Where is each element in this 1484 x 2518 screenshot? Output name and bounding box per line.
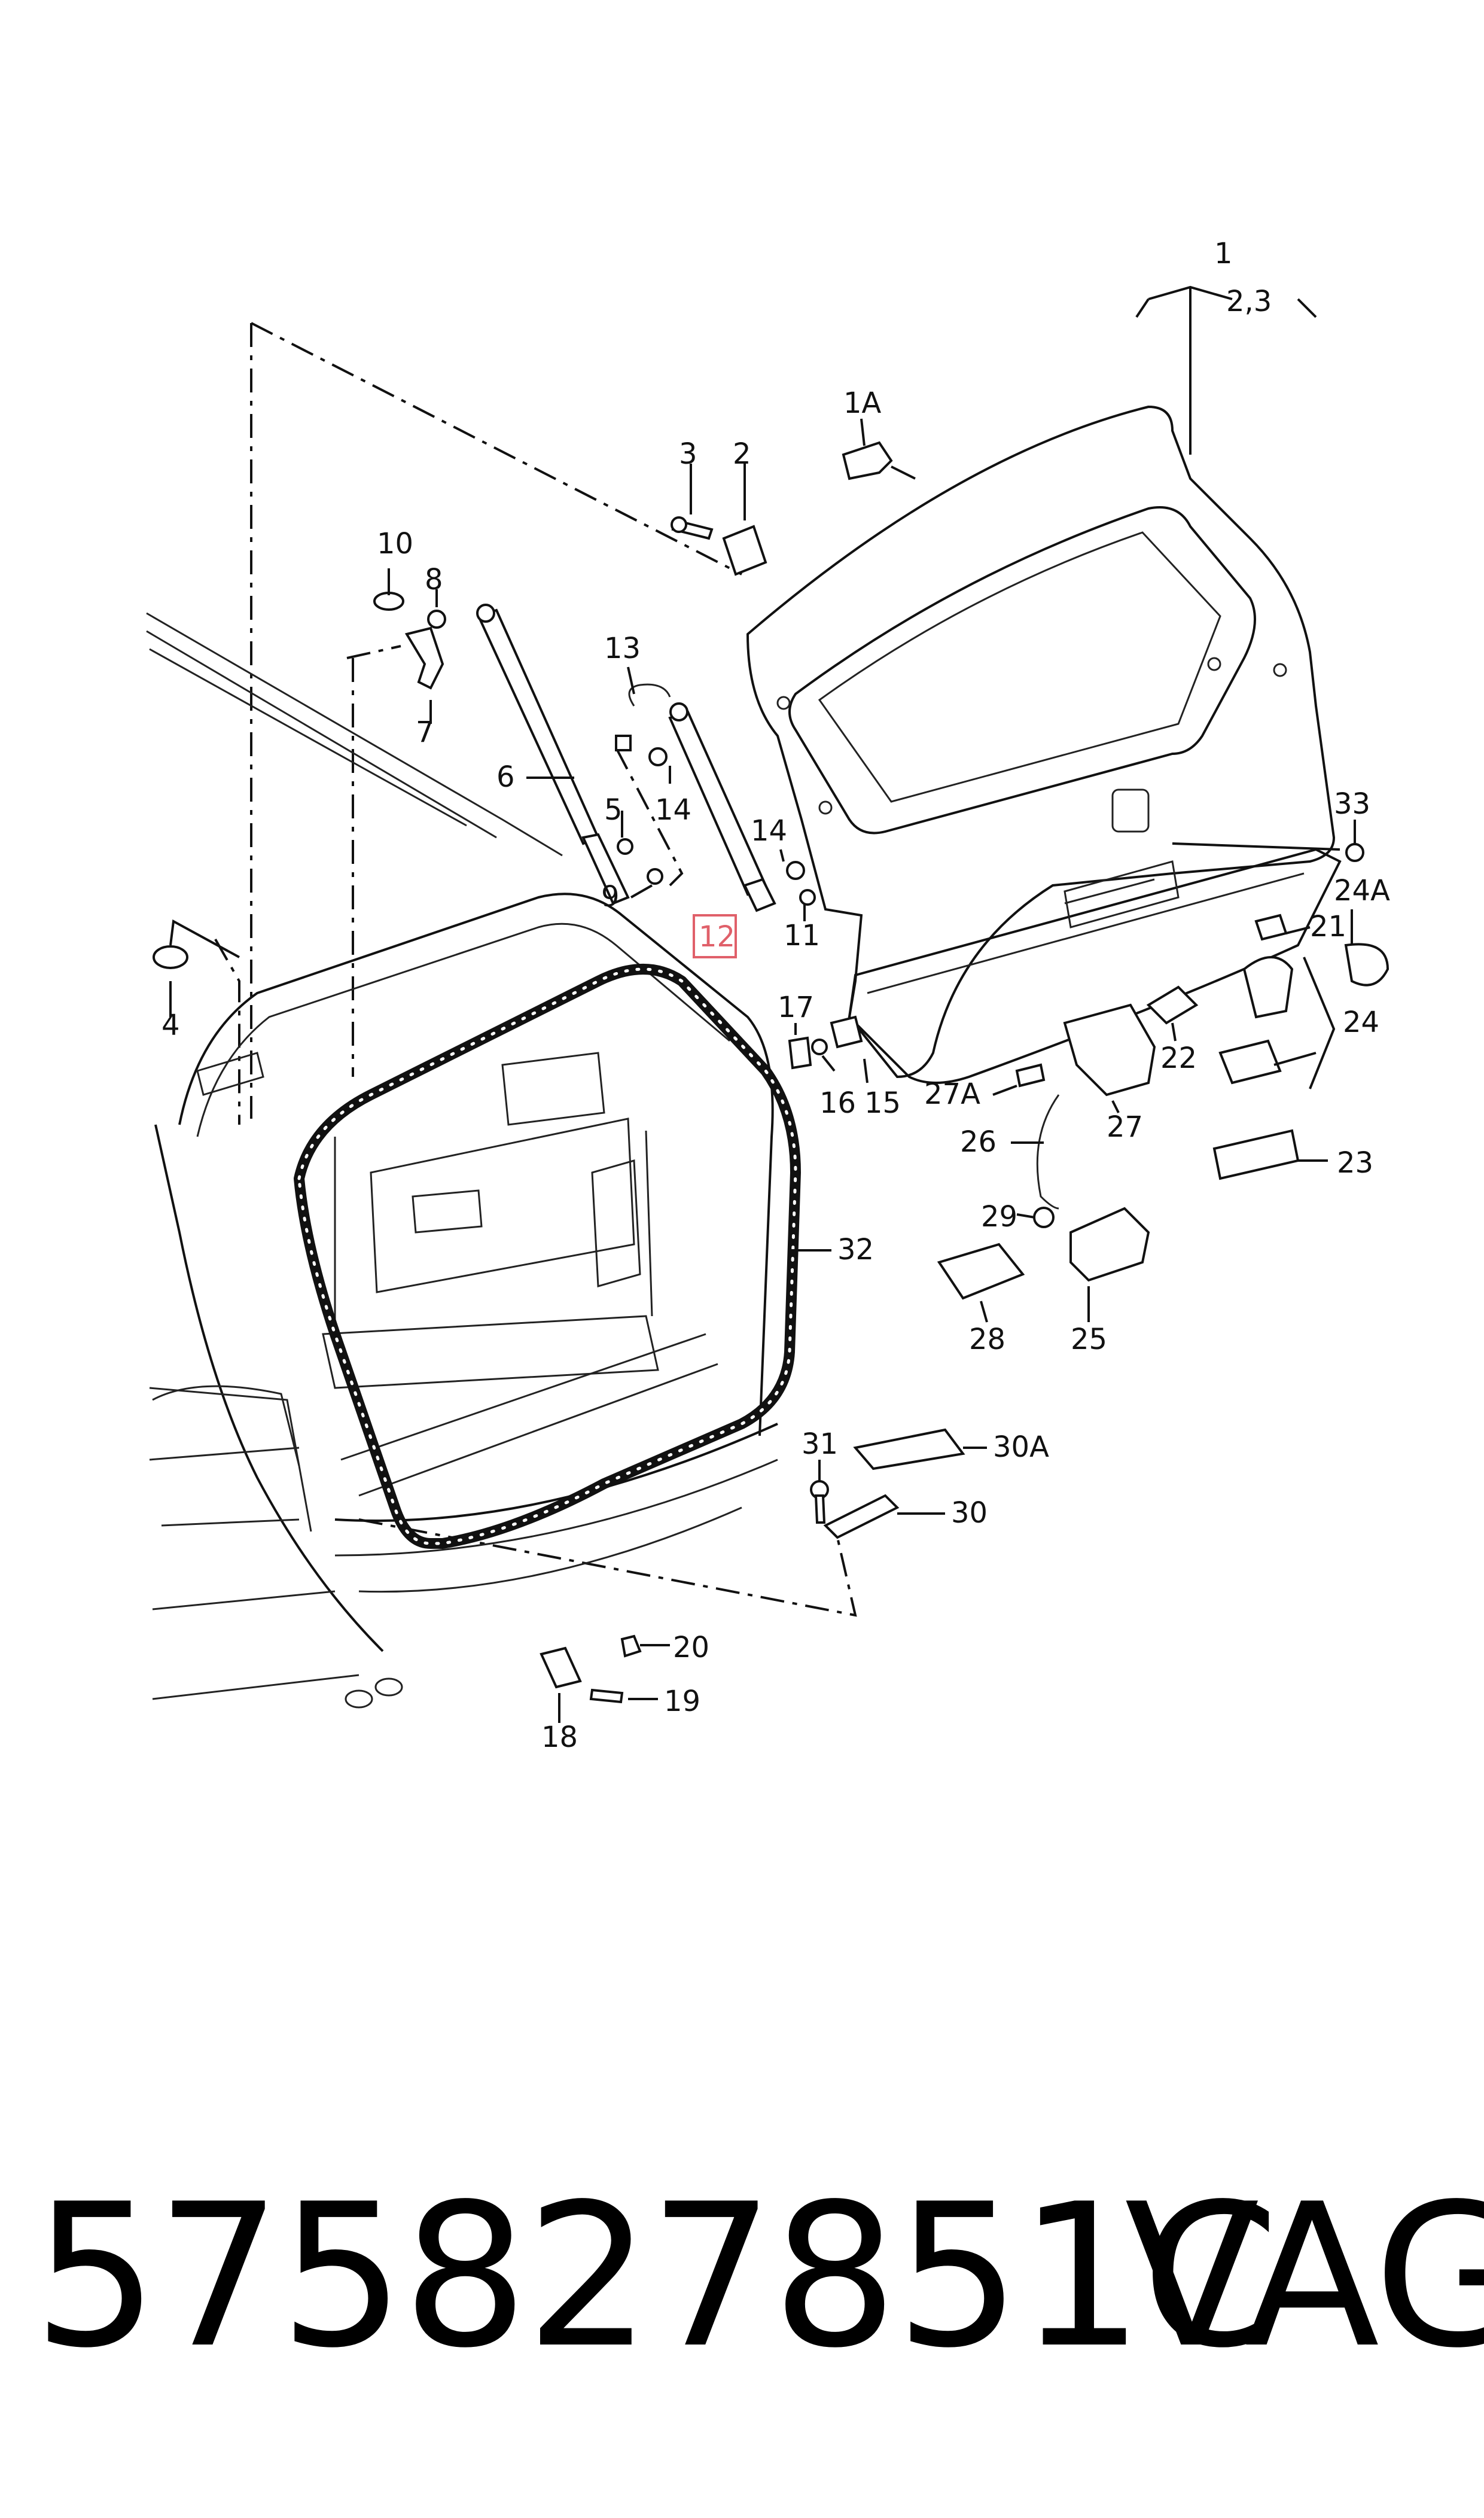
callout-25: 25 — [1071, 1323, 1107, 1356]
callout-24A: 24A — [1334, 874, 1390, 908]
part-number: 575827851C — [33, 2161, 1279, 2391]
callout-33: 33 — [1334, 787, 1370, 821]
callout-3: 3 — [679, 437, 697, 471]
callout-9: 9 — [601, 880, 620, 914]
callout-16: 16 — [819, 1086, 856, 1120]
car-body — [146, 612, 778, 1709]
callout-12: 12 — [699, 920, 735, 954]
small-parts — [153, 441, 1389, 1704]
callout-11: 11 — [784, 919, 820, 952]
callout-2: 2 — [733, 437, 751, 471]
callout-10: 10 — [377, 527, 413, 561]
callout-7: 7 — [416, 715, 434, 749]
tailgate — [746, 405, 1342, 1084]
callout-31: 31 — [802, 1427, 838, 1461]
callout-26: 26 — [960, 1125, 997, 1159]
callout-29: 29 — [981, 1200, 1017, 1234]
callout-32: 32 — [837, 1233, 874, 1266]
callout-13: 13 — [604, 632, 641, 665]
callout-1: 1 — [1214, 237, 1233, 270]
footer: 575827851C VAG — [0, 2178, 1484, 2417]
tailgate-seal — [294, 964, 801, 1549]
callout-4: 4 — [161, 1009, 180, 1042]
callout-6: 6 — [496, 760, 515, 794]
callout-19: 19 — [664, 1685, 700, 1718]
callout-27A: 27A — [924, 1077, 980, 1111]
callout-20: 20 — [673, 1631, 709, 1664]
brand-name: VAG — [1125, 2161, 1484, 2391]
callout-22: 22 — [1160, 1042, 1197, 1075]
callout-1A: 1A — [843, 386, 882, 420]
exploded-parts-diagram: 1 2,3 1A 2 3 4 5 6 7 8 9 10 11 12 13 14 … — [146, 237, 1390, 1754]
callout-21: 21 — [1310, 910, 1346, 943]
callout-17: 17 — [778, 991, 814, 1024]
callout-15: 15 — [864, 1086, 901, 1120]
callout-labels: 1 2,3 1A 2 3 4 5 6 7 8 9 10 11 12 13 14 … — [161, 237, 1390, 1754]
callout-14b: 14 — [751, 814, 787, 848]
callout-24: 24 — [1343, 1006, 1379, 1039]
callout-14a: 14 — [655, 793, 691, 827]
highlight-box-12 — [693, 914, 737, 958]
leader-lines — [169, 285, 1356, 1723]
callout-27: 27 — [1107, 1110, 1143, 1144]
callout-8: 8 — [425, 563, 443, 596]
callout-2-3: 2,3 — [1226, 285, 1272, 318]
callout-23: 23 — [1337, 1146, 1373, 1180]
callout-30A: 30A — [993, 1430, 1049, 1464]
assembly-guide-lines — [214, 322, 857, 1617]
callout-28: 28 — [969, 1323, 1005, 1356]
callout-5: 5 — [604, 793, 623, 827]
callout-18: 18 — [541, 1721, 578, 1754]
callout-30: 30 — [951, 1496, 988, 1530]
